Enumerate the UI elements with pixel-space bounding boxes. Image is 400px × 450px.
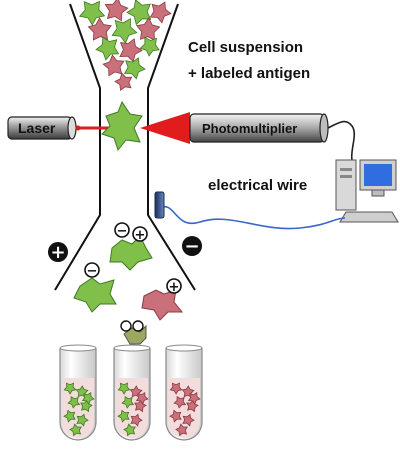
electrical-wire-label: electrical wire <box>208 177 307 194</box>
charge-positive-sign: + <box>169 280 180 295</box>
electrical-wire <box>159 205 346 230</box>
cell-red <box>187 392 201 405</box>
keyboard <box>339 211 399 223</box>
cell-green <box>117 409 130 423</box>
collection-tubes <box>59 344 203 441</box>
tube-rim <box>165 344 203 352</box>
cell-red <box>182 413 195 427</box>
cell-green <box>76 413 89 427</box>
laser: Laser <box>7 116 77 140</box>
positive-plate-disc <box>48 242 68 262</box>
cell-red <box>114 72 133 92</box>
charge-positive-badge: + <box>132 226 148 243</box>
cell-green <box>95 36 120 61</box>
cell-red <box>135 392 149 405</box>
tube-rim <box>59 344 97 352</box>
cell-green <box>81 392 95 405</box>
charge-negative-sign: − <box>117 224 128 239</box>
charge-neutral-left <box>120 320 132 332</box>
monitor-stand <box>371 189 385 197</box>
cell-green <box>67 396 81 409</box>
cell-green <box>117 382 131 395</box>
cell-green <box>73 277 117 313</box>
cell-green <box>111 18 138 44</box>
collection-tube <box>113 344 151 441</box>
cell-green <box>139 36 160 57</box>
cell-red <box>169 409 182 423</box>
charge-negative-sign: − <box>87 264 98 279</box>
channel-wall-left <box>54 3 101 291</box>
photomultiplier: Photomultiplier <box>189 113 329 143</box>
desktop-computer-icon <box>335 159 399 223</box>
emission-cone <box>140 112 190 144</box>
cell-green <box>123 423 136 437</box>
charge-negative-badge: − <box>114 222 130 239</box>
interrogated-cell <box>101 100 143 152</box>
cell-red <box>149 1 172 24</box>
positive-plate: + <box>48 242 68 263</box>
charge-positive-sign: + <box>135 228 146 243</box>
cell-green <box>121 396 135 409</box>
cell-green <box>78 0 106 26</box>
cell-green <box>69 423 82 437</box>
collection-tube <box>59 344 97 441</box>
tube-rim <box>113 344 151 352</box>
laser-lens <box>67 116 77 140</box>
photomultiplier-label: Photomultiplier <box>202 121 297 136</box>
cell-green <box>101 100 143 152</box>
monitor-screen <box>364 164 392 186</box>
negative-plate: − <box>182 236 202 257</box>
cell-red <box>102 54 125 77</box>
cell-red <box>87 17 112 41</box>
laser-label: Laser <box>18 120 56 136</box>
cell-red <box>130 413 143 427</box>
cell-green <box>63 382 77 395</box>
computer-drive-2 <box>340 175 352 178</box>
flow-channel <box>54 3 196 291</box>
cell-red <box>141 289 184 321</box>
charging-electrode <box>154 191 165 219</box>
cell-suspension-cells <box>78 0 172 92</box>
photomultiplier-end <box>319 113 329 143</box>
negative-plate-disc <box>182 236 202 256</box>
computer-drive <box>340 168 352 171</box>
charge-neutral-right <box>132 320 144 332</box>
cell-red <box>175 423 188 437</box>
cell-red <box>169 382 183 395</box>
cell-suspension-label: Cell suspension <box>188 39 303 56</box>
photomultiplier-cable <box>327 120 356 161</box>
charge-positive-badge: + <box>166 278 182 295</box>
cell-red <box>104 0 129 22</box>
computer-tower <box>335 159 357 211</box>
cell-red <box>136 17 161 41</box>
channel-wall-right <box>147 3 196 291</box>
positive-plate-sign: + <box>50 242 65 263</box>
collection-tube <box>165 344 203 441</box>
charged-droplets: − + − + <box>73 222 184 345</box>
laser-beam-dot <box>75 125 81 131</box>
negative-plate-sign: − <box>184 236 199 257</box>
cell-red <box>173 396 187 409</box>
cell-red <box>119 38 143 63</box>
charge-negative-badge: − <box>84 262 100 279</box>
cell-green <box>109 235 153 271</box>
cell-green <box>126 0 152 26</box>
labeled-antigen-label: + labeled antigen <box>188 65 310 82</box>
cell-green <box>63 409 76 423</box>
cell-green <box>123 57 146 80</box>
